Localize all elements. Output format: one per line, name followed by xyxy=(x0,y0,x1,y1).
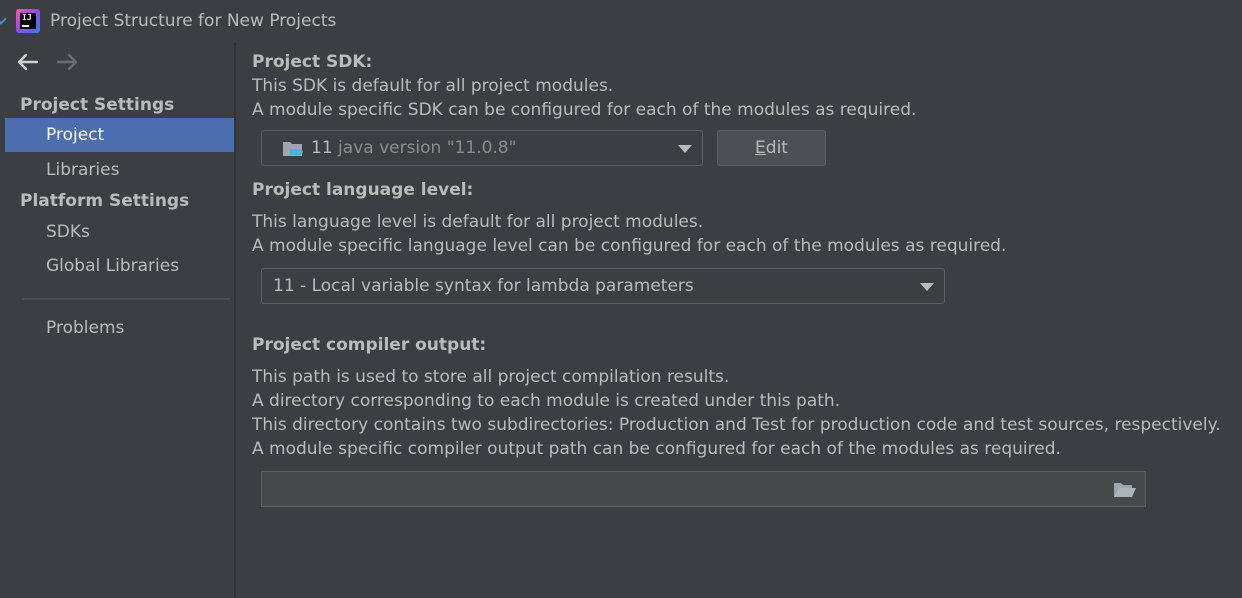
sidebar-item-project[interactable]: Project xyxy=(5,118,234,152)
window-edge-indicator xyxy=(0,11,4,33)
sidebar-edge xyxy=(0,43,5,598)
sidebar-item-libraries[interactable]: Libraries xyxy=(46,160,120,180)
splitter[interactable] xyxy=(234,43,236,598)
compiler-output-desc-3: This directory contains two subdirectori… xyxy=(252,415,1221,435)
edit-mnemonic: E xyxy=(755,138,766,158)
project-sdk-desc-1: This SDK is default for all project modu… xyxy=(252,76,614,96)
compiler-output-desc-2: A directory corresponding to each module… xyxy=(252,391,841,411)
edit-label-rest: dit xyxy=(765,138,788,158)
compiler-output-desc-4: A module specific compiler output path c… xyxy=(252,439,1061,459)
title-bar: IJ Project Structure for New Projects xyxy=(0,0,1242,43)
project-sdk-desc-2: A module specific SDK can be configured … xyxy=(252,100,917,120)
group-header-platform-settings: Platform Settings xyxy=(20,191,190,211)
language-level-combobox[interactable]: 11 - Local variable syntax for lambda pa… xyxy=(261,268,945,304)
project-sdk-combobox[interactable]: 11 java version "11.0.8" xyxy=(261,130,703,166)
group-header-project-settings: Project Settings xyxy=(20,95,175,115)
project-sdk-title: Project SDK: xyxy=(252,52,373,72)
language-level-desc-2: A module specific language level can be … xyxy=(252,236,1007,256)
sidebar-item-global-libraries[interactable]: Global Libraries xyxy=(46,256,180,276)
sdk-version: java version "11.0.8" xyxy=(338,138,517,158)
compiler-output-desc-1: This path is used to store all project c… xyxy=(252,367,730,387)
sdk-name: 11 xyxy=(311,138,333,158)
arrow-right-icon[interactable] xyxy=(55,50,79,74)
intellij-idea-icon: IJ xyxy=(16,9,40,33)
sidebar-item-problems[interactable]: Problems xyxy=(46,318,125,338)
language-level-desc-1: This language level is default for all p… xyxy=(252,212,704,232)
sidebar-separator xyxy=(22,298,230,300)
folder-open-icon[interactable] xyxy=(1113,480,1137,500)
window-title: Project Structure for New Projects xyxy=(50,11,337,31)
compiler-output-path-field[interactable] xyxy=(261,471,1146,507)
main-panel: Project SDK: This SDK is default for all… xyxy=(236,43,1242,598)
arrow-left-icon[interactable] xyxy=(16,50,40,74)
jdk-folder-icon xyxy=(282,139,304,159)
language-level-title: Project language level: xyxy=(252,180,474,200)
app-icon-text: IJ xyxy=(20,13,36,29)
language-level-value: 11 - Local variable syntax for lambda pa… xyxy=(273,276,694,296)
chevron-down-icon xyxy=(920,283,934,291)
compiler-output-title: Project compiler output: xyxy=(252,335,487,355)
sidebar-item-sdks[interactable]: SDKs xyxy=(46,222,90,242)
sdk-value: 11 java version "11.0.8" xyxy=(311,131,516,165)
chevron-down-icon xyxy=(678,145,692,153)
edit-sdk-button[interactable]: Edit xyxy=(717,130,826,166)
